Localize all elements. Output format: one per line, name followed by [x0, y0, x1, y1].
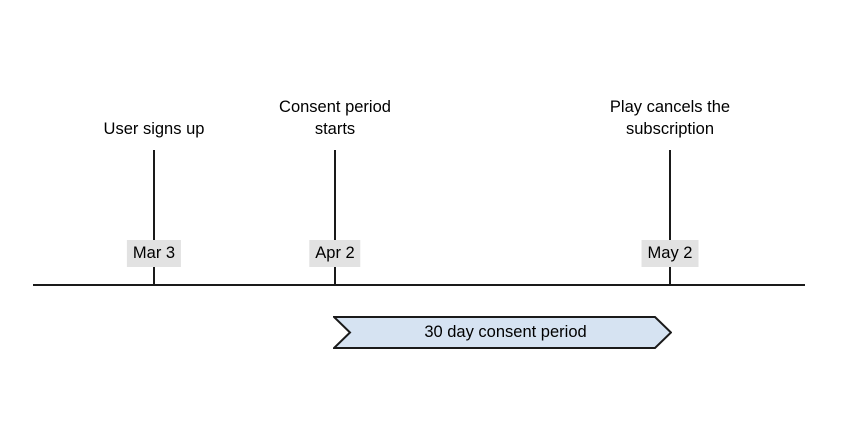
event-tick-line: [669, 150, 671, 285]
event-title: User signs up: [103, 120, 205, 138]
event-date-badge: May 2: [641, 240, 699, 267]
consent-period-banner: 30 day consent period: [333, 316, 672, 349]
banner-arrow-shape: [333, 316, 672, 349]
event-title: Play cancels the subscription: [609, 98, 731, 138]
event-tick-line: [153, 150, 155, 285]
event-date-badge: Apr 2: [309, 240, 361, 267]
timeline-axis: [33, 284, 805, 286]
event-title: Consent period starts: [279, 98, 391, 138]
event-tick-line: [334, 150, 336, 285]
event-date-badge: Mar 3: [126, 240, 182, 267]
